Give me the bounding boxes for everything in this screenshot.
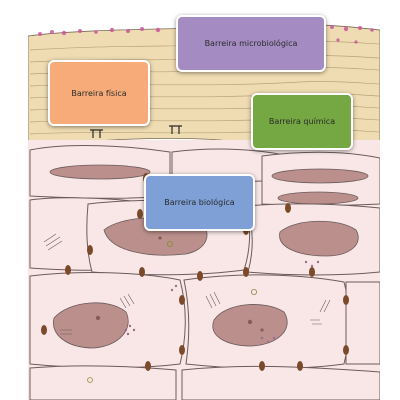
granules — [124, 260, 320, 344]
label-biological-barrier: Barreira biológica — [144, 174, 255, 231]
nucleoli — [95, 236, 264, 332]
basal-nuclei — [52, 302, 288, 349]
label-microbiological-barrier: Barreira microbiológica — [176, 15, 326, 72]
label-physical-barrier: Barreira física — [48, 60, 150, 126]
keratin-filaments — [43, 233, 331, 335]
granular-nuclei — [49, 164, 369, 205]
label-chemical-barrier-text: Barreira química — [268, 117, 336, 126]
tight-junctions — [90, 125, 182, 138]
lamellar-bodies — [87, 240, 257, 383]
label-microbiological-barrier-text: Barreira microbiológica — [204, 39, 298, 48]
label-physical-barrier-text: Barreira física — [71, 88, 127, 98]
label-chemical-barrier: Barreira química — [251, 93, 353, 150]
microbiota — [38, 25, 374, 44]
label-biological-barrier-text: Barreira biológica — [164, 198, 235, 207]
